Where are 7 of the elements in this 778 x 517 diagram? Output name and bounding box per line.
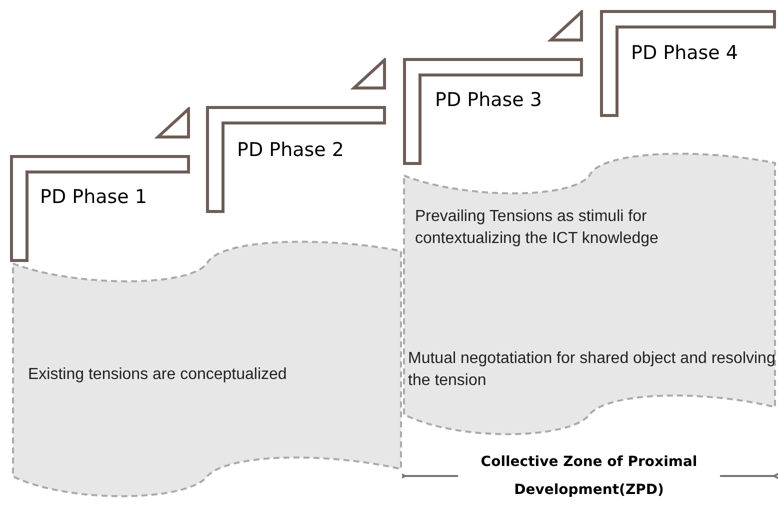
phase-label: PD Phase 3 [435, 91, 542, 110]
stage-description: Mutual negotatiation for shared object and resolving the tension [408, 349, 776, 391]
phase-label: PD Phase 4 [631, 44, 738, 63]
stage-description: Existing tensions are conceptualized [28, 365, 288, 385]
phase-label: PD Phase 1 [40, 188, 147, 207]
phase-label: PD Phase 2 [237, 141, 344, 160]
stage-description: Prevailing Tensions as stimuli for contextualizing the ICT knowledge [415, 207, 660, 249]
